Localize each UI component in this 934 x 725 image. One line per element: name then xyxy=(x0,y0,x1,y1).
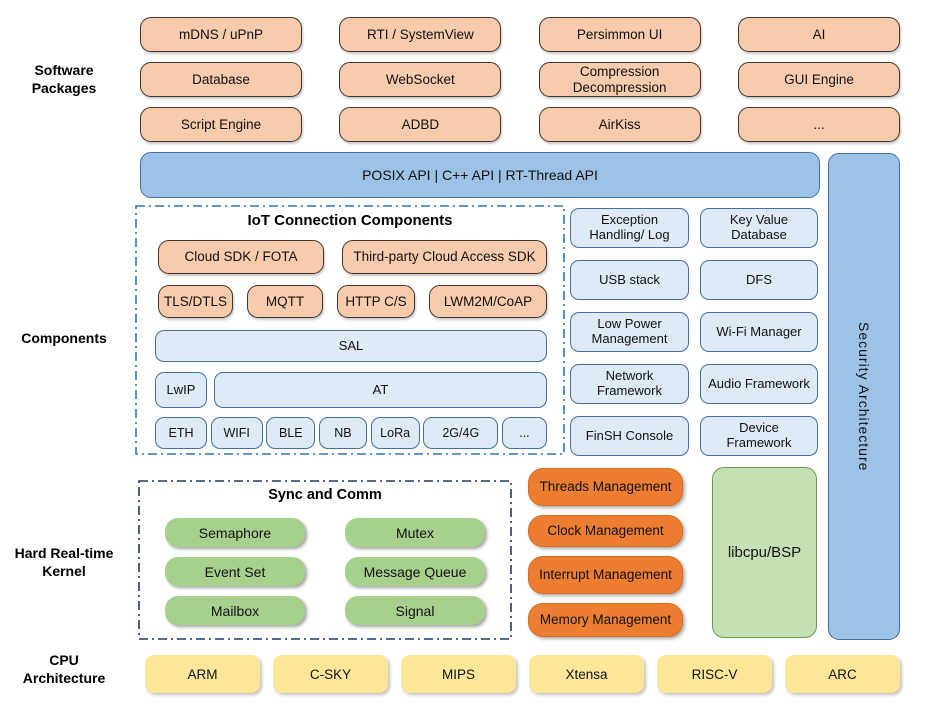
sync-title: Sync and Comm xyxy=(268,487,382,503)
security-architecture-bar: Security Architecture xyxy=(828,153,900,640)
label-hard-realtime-kernel: Hard Real-time Kernel xyxy=(14,545,114,579)
software-package-box: Script Engine xyxy=(140,107,302,142)
service-box: FinSH Console xyxy=(570,416,689,456)
service-box: Exception Handling/ Log xyxy=(570,208,689,248)
label-components: Components xyxy=(21,330,107,346)
software-package-box: GUI Engine xyxy=(737,62,900,97)
libcpu-bsp-box: libcpu/BSP xyxy=(712,467,817,638)
service-box: DFS xyxy=(700,260,818,300)
cpu-architecture-row: ARM C-SKY MIPS Xtensa RISC-V ARC xyxy=(145,655,900,693)
iot-link-box: NB xyxy=(318,417,367,449)
sync-box-item: Mutex xyxy=(345,518,485,547)
label-cpu-architecture: CPU Architecture xyxy=(22,652,106,686)
cpu-box: RISC-V xyxy=(657,655,772,693)
service-box: Key Value Database xyxy=(700,208,818,248)
iot-protocol-box: LWM2M/CoAP xyxy=(429,285,547,318)
software-package-box: ADBD xyxy=(339,107,502,142)
cpu-box: Xtensa xyxy=(529,655,644,693)
iot-link-box: ... xyxy=(501,417,547,449)
software-package-box: AirKiss xyxy=(538,107,701,142)
software-package-box: Compression Decompression xyxy=(538,62,701,97)
software-package-box: mDNS / uPnP xyxy=(140,17,302,52)
management-box: Interrupt Management xyxy=(528,556,683,594)
iot-title: IoT Connection Components xyxy=(247,212,453,229)
cpu-box: ARM xyxy=(145,655,260,693)
iot-link-box: WIFI xyxy=(210,417,263,449)
management-box: Threads Management xyxy=(528,468,683,506)
software-package-box: ... xyxy=(737,107,900,142)
sal-box: SAL xyxy=(155,330,547,362)
software-package-box: Database xyxy=(140,62,302,97)
iot-protocol-box: TLS/DTLS xyxy=(158,285,233,318)
iot-cloud-row: Cloud SDK / FOTA Third-party Cloud Access… xyxy=(158,240,547,274)
service-box: Wi-Fi Manager xyxy=(700,312,818,352)
software-package-box: WebSocket xyxy=(339,62,502,97)
sync-box-item: Mailbox xyxy=(165,596,305,625)
component-services-grid: Exception Handling/ Log Key Value Databas… xyxy=(570,208,818,456)
service-box: Low Power Management xyxy=(570,312,689,352)
cpu-box: C-SKY xyxy=(273,655,388,693)
service-box: Device Framework xyxy=(700,416,818,456)
iot-link-box: BLE xyxy=(266,417,316,449)
iot-transport-box: LwIP xyxy=(155,372,207,408)
iot-transport-box: AT xyxy=(214,372,547,408)
cpu-box: ARC xyxy=(785,655,900,693)
service-box: Network Framework xyxy=(570,364,689,404)
cpu-box: MIPS xyxy=(401,655,516,693)
software-package-box: Persimmon UI xyxy=(538,17,701,52)
api-bar: POSIX API | C++ API | RT-Thread API xyxy=(140,152,820,198)
security-architecture-label: Security Architecture xyxy=(856,321,872,472)
management-box: Clock Management xyxy=(528,515,683,547)
software-package-box: RTI / SystemView xyxy=(339,17,502,52)
iot-link-box: ETH xyxy=(155,417,207,449)
service-box: USB stack xyxy=(570,260,689,300)
software-packages-grid: mDNS / uPnP RTI / SystemView Persimmon UI A… xyxy=(140,17,900,142)
sync-box-item: Semaphore xyxy=(165,518,305,547)
sync-box-item: Signal xyxy=(345,596,485,625)
iot-link-box: 2G/4G xyxy=(423,417,499,449)
iot-cloud-box: Third-party Cloud Access SDK xyxy=(342,240,547,274)
software-package-box: AI xyxy=(737,17,900,52)
iot-protocol-box: HTTP C/S xyxy=(337,285,415,318)
management-box: Memory Management xyxy=(528,603,683,637)
service-box: Audio Framework xyxy=(700,364,818,404)
sync-box-item: Message Queue xyxy=(345,557,485,586)
iot-link-box: LoRa xyxy=(370,417,420,449)
iot-protocol-box: MQTT xyxy=(247,285,323,318)
label-software-packages: Software Packages xyxy=(31,62,97,96)
iot-connection-components-box: IoT Connection Components Cloud SDK / FO… xyxy=(135,205,565,455)
sync-box-item: Event Set xyxy=(165,557,305,586)
iot-protocol-row: TLS/DTLS MQTT HTTP C/S LWM2M/CoAP xyxy=(158,285,547,318)
iot-cloud-box: Cloud SDK / FOTA xyxy=(158,240,324,274)
